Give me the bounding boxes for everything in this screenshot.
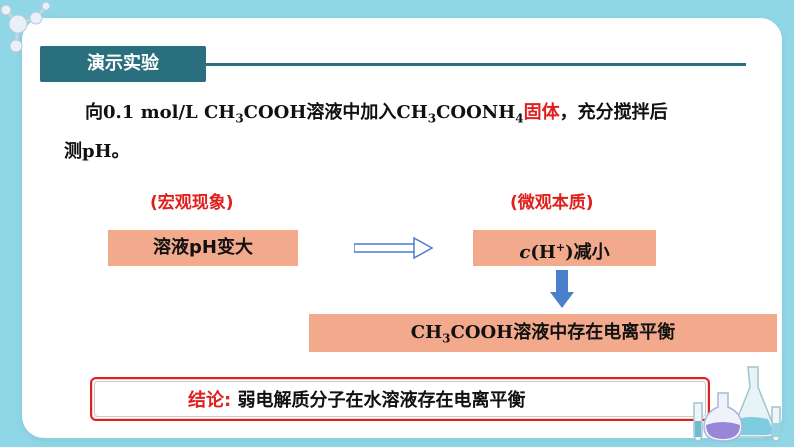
conclusion-box: 结论: 弱电解质分子在水溶液存在电离平衡 (90, 377, 710, 421)
statement-line-2: 测pH。 (64, 141, 130, 162)
arrow-right-icon (354, 236, 434, 260)
slide-card (22, 18, 782, 438)
macro-tag: (宏观现象) (150, 193, 234, 213)
micro-tag: (微观本质) (510, 193, 594, 213)
statement-line-1: 向0.1 mol/L CH3COOH溶液中加入CH3COONH4固体，充分搅拌后 (85, 102, 668, 126)
equilibrium-box: CH3COOH溶液中存在电离平衡 (309, 314, 777, 352)
section-divider (206, 63, 746, 66)
conclusion-inner-frame (94, 381, 706, 417)
macro-phenomenon-box: 溶液pH变大 (108, 230, 298, 266)
lab-glassware-icon (693, 366, 781, 442)
molecule-icon (0, 1, 51, 53)
micro-essence-box: c(H+)减小 (473, 230, 656, 266)
section-label: 演示实验 (40, 46, 206, 82)
conclusion-text: 结论: 弱电解质分子在水溶液存在电离平衡 (188, 390, 526, 411)
highlight-solid: 固体 (523, 102, 560, 123)
arrow-down-icon (550, 270, 574, 308)
